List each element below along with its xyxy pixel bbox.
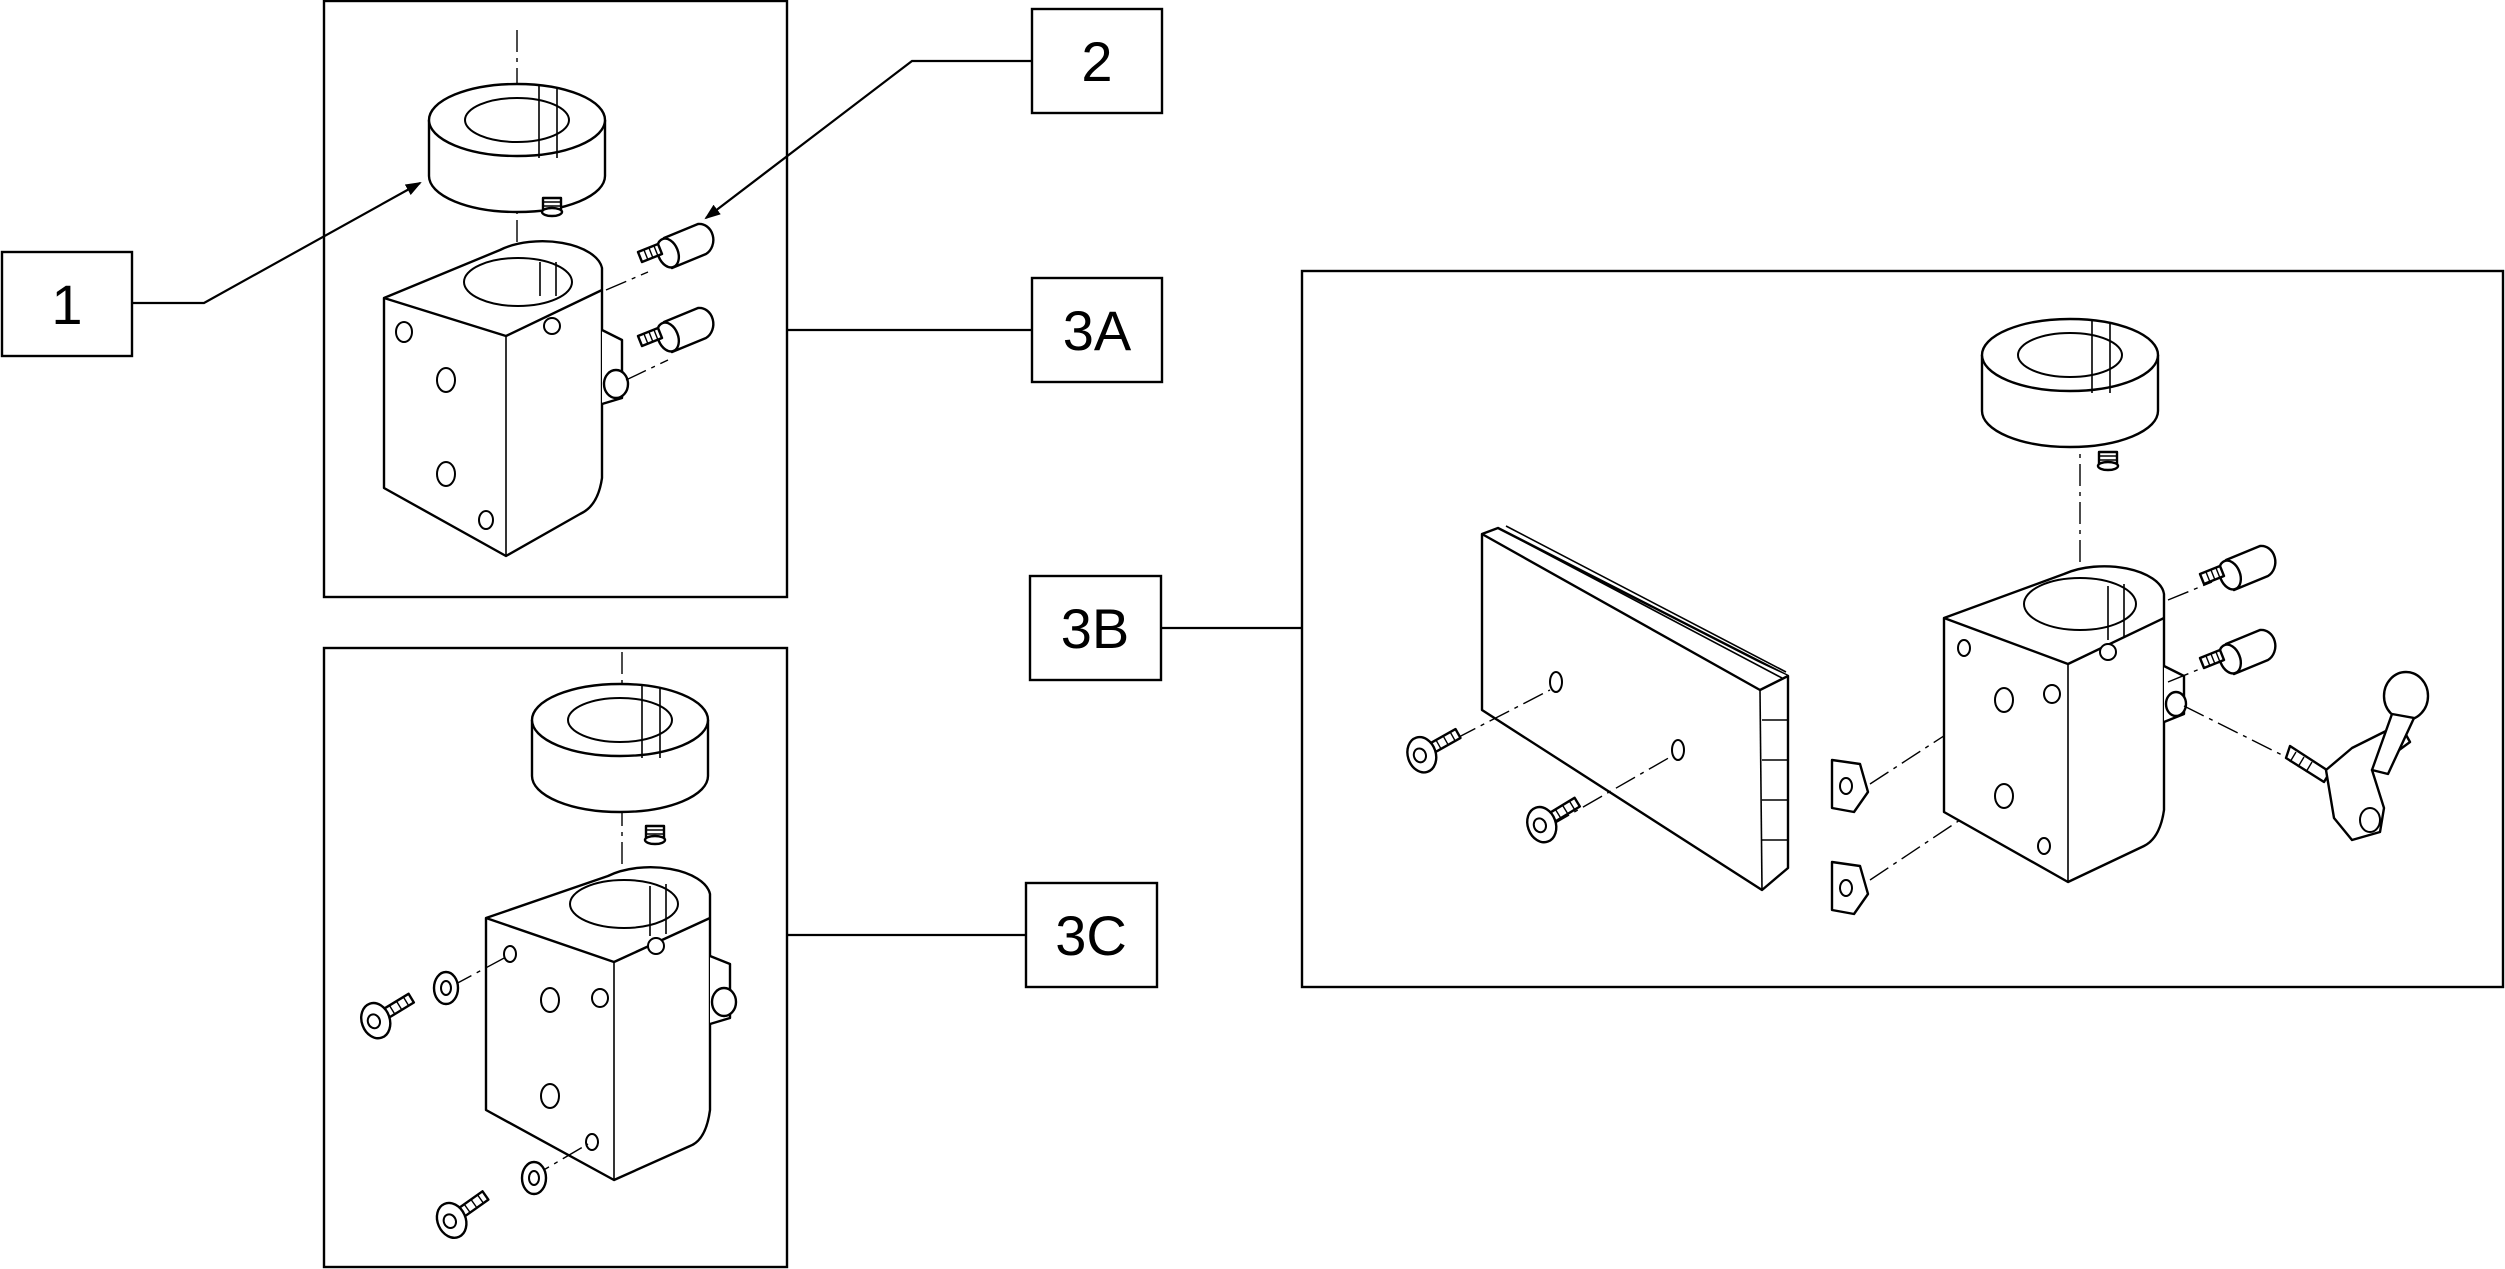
callout-3a-label: 3A	[1063, 299, 1132, 362]
callout-3c-label: 3C	[1055, 904, 1127, 967]
panel-3a-frame	[322, 0, 789, 599]
callout-1-label: 1	[51, 273, 82, 336]
callout-1: 1	[0, 250, 134, 358]
callout-3a: 3A	[1030, 276, 1164, 384]
callout-3b: 3B	[1028, 574, 1163, 682]
panel-3a-assembly	[382, 30, 715, 558]
callout-3b-label: 3B	[1061, 597, 1130, 660]
callout-2-label: 2	[1081, 30, 1112, 93]
callout-2: 2	[1030, 7, 1164, 115]
callout-3c: 3C	[1024, 881, 1159, 989]
panel-3c-frame	[322, 646, 789, 1269]
panel-3b-assembly	[1401, 317, 2430, 916]
panel-3c-assembly	[355, 652, 738, 1244]
